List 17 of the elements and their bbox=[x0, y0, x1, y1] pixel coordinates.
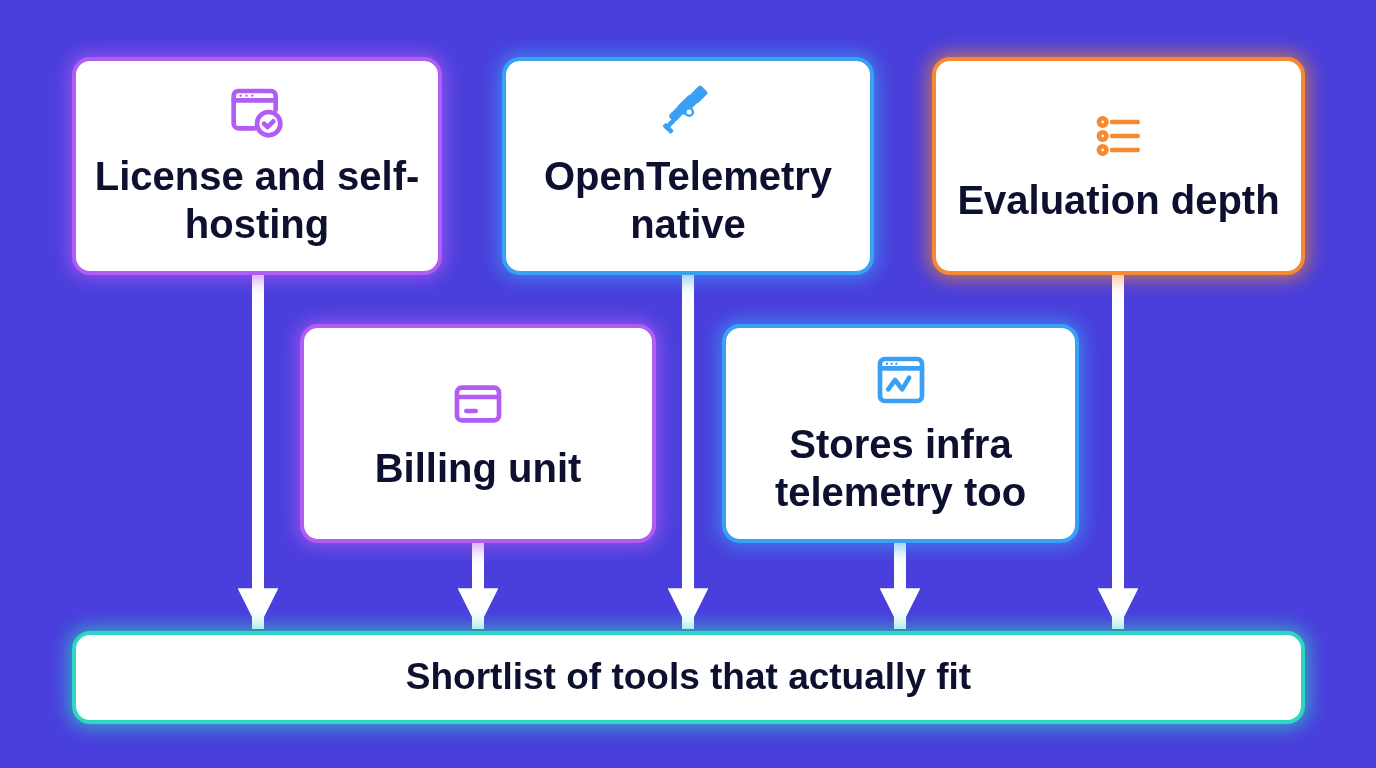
criterion-card bbox=[300, 324, 656, 543]
arrow bbox=[237, 275, 279, 629]
card-title: Stores infra telemetry too bbox=[773, 420, 1028, 516]
result-box bbox=[72, 631, 1305, 724]
result-text: Shortlist of tools that actually fit bbox=[404, 655, 973, 700]
card-title: Evaluation depth bbox=[956, 177, 1281, 224]
card-title: License and self-hosting bbox=[93, 153, 421, 248]
criterion-card bbox=[502, 57, 874, 275]
arrow bbox=[879, 543, 921, 629]
arrow bbox=[667, 275, 709, 629]
card-title: OpenTelemetry native bbox=[542, 153, 834, 248]
arrow bbox=[1097, 275, 1139, 629]
arrow bbox=[457, 543, 499, 629]
criterion-card bbox=[932, 57, 1305, 275]
criterion-card bbox=[72, 57, 442, 275]
card-title: Billing unit bbox=[373, 444, 583, 492]
criterion-card bbox=[722, 324, 1079, 543]
